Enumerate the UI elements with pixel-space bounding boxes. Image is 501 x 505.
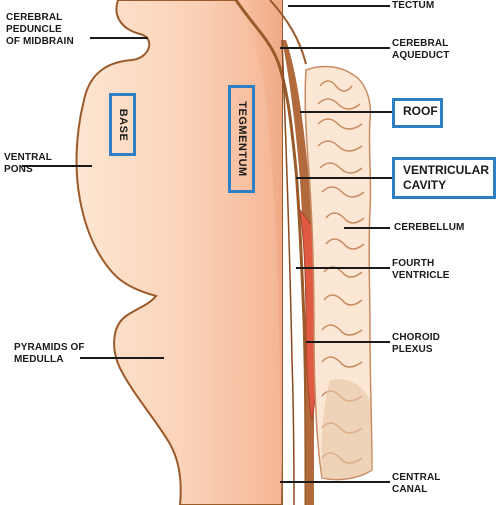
label-tectum: TECTUM	[392, 0, 435, 11]
label-ventral-pons: VENTRAL PONS	[4, 152, 52, 175]
label-fourth-ventricle: FOURTH VENTRICLE	[392, 258, 450, 281]
tegmentum-region	[236, 0, 282, 505]
midbrain-back-edge	[269, 0, 307, 65]
ventricular-wall	[282, 40, 314, 505]
label-cerebral-peduncle: CEREBRAL PEDUNCLE OF MIDBRAIN	[6, 12, 74, 47]
box-roof-text: ROOF	[403, 104, 438, 118]
box-tegmentum-text: TEGMENTUM	[235, 101, 248, 177]
box-base: BASE	[109, 93, 136, 156]
label-cerebral-aqueduct: CEREBRAL AQUEDUCT	[392, 38, 450, 61]
cerebellum-lower-shade	[321, 378, 372, 479]
cerebellum-mass	[304, 65, 373, 481]
leader-lines	[22, 5, 392, 483]
box-ventricular-cavity: VENTRICULAR CAVITY	[392, 157, 496, 199]
tectum-outline	[234, 0, 308, 505]
label-cerebellum: CEREBELLUM	[394, 222, 465, 233]
box-base-text: BASE	[116, 108, 129, 141]
box-tegmentum: TEGMENTUM	[228, 85, 255, 193]
label-choroid-plexus: CHOROID PLEXUS	[392, 332, 440, 355]
box-ventricular-cavity-text: VENTRICULAR CAVITY	[403, 163, 489, 192]
brainstem-body	[75, 0, 283, 505]
central-canal-line	[281, 39, 295, 505]
label-central-canal: CENTRAL CANAL	[392, 472, 441, 495]
box-roof: ROOF	[392, 98, 443, 128]
label-pyramids-of-medulla: PYRAMIDS OF MEDULLA	[14, 342, 85, 365]
